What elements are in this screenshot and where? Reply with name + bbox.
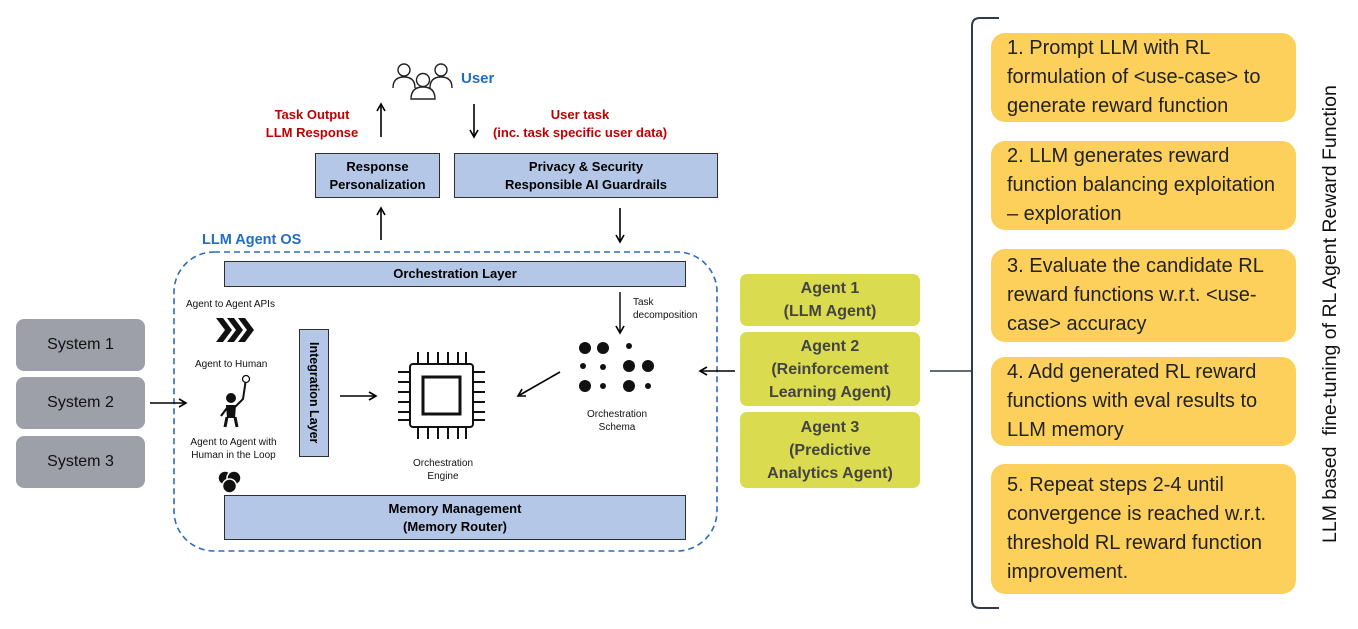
chip-icon: [398, 352, 485, 439]
person-icon: [220, 374, 251, 428]
step-2-text: 2. LLM generates reward function balanci…: [1007, 145, 1275, 225]
user-label: User: [461, 70, 495, 87]
step-5-text: 5. Repeat steps 2-4 until convergence is…: [1007, 474, 1267, 583]
step-4-text: 4. Add generated RL reward functions wit…: [1007, 361, 1258, 441]
task-decomposition-label: Task decomposition: [633, 297, 698, 321]
system-1-box: System 1: [16, 319, 145, 371]
step-5-box: 5. Repeat steps 2-4 until convergence is…: [991, 464, 1296, 594]
agent-2-box: Agent 2 (Reinforcement Learning Agent): [740, 332, 920, 406]
orchestration-schema-label: Orchestration Schema: [586, 409, 648, 433]
chevron-right-icon: [216, 318, 254, 342]
step-1-text: 1. Prompt LLM with RL formulation of <us…: [1007, 37, 1261, 117]
task-output-label: Task Output LLM Response: [265, 107, 359, 140]
integration-layer-label: Integration Layer: [307, 342, 321, 444]
step-3-box: 3. Evaluate the candidate RL reward func…: [991, 249, 1296, 342]
agent-to-agent-apis-label: Agent to Agent APIs: [186, 299, 275, 310]
step-3-text: 3. Evaluate the candidate RL reward func…: [1007, 255, 1264, 335]
agent-3-box: Agent 3 (Predictive Analytics Agent): [740, 412, 920, 488]
orchestration-layer-box: Orchestration Layer: [224, 261, 686, 287]
bracket: [971, 17, 999, 609]
users-icon: [392, 63, 453, 100]
step-4-box: 4. Add generated RL reward functions wit…: [991, 357, 1296, 446]
step-1-box: 1. Prompt LLM with RL formulation of <us…: [991, 33, 1296, 122]
agent-1-box: Agent 1 (LLM Agent): [740, 274, 920, 326]
integration-layer-box: Integration Layer: [299, 329, 329, 457]
group-circles-icon: [217, 470, 242, 494]
agent-to-human-label: Agent to Human: [195, 359, 268, 370]
side-title: LLM based fine-tuning of RL Agent Reward…: [1319, 85, 1341, 544]
orchestration-engine-label: Orchestration Engine: [413, 458, 474, 482]
user-task-label: User task (inc. task specific user data): [492, 107, 668, 140]
agent-human-loop-label: Agent to Agent with Human in the Loop: [190, 437, 277, 461]
memory-management-box: Memory Management (Memory Router): [224, 495, 686, 540]
arrow-schema-to-engine: [516, 371, 561, 397]
system-2-box: System 2: [16, 377, 145, 429]
response-personalization-box: Response Personalization: [315, 153, 440, 198]
step-2-box: 2. LLM generates reward function balanci…: [991, 141, 1296, 230]
os-title: LLM Agent OS: [202, 232, 302, 248]
dot-grid-icon: [579, 342, 654, 392]
system-3-box: System 3: [16, 436, 145, 488]
os-container: [173, 251, 718, 552]
privacy-security-box: Privacy & Security Responsible AI Guardr…: [454, 153, 718, 198]
